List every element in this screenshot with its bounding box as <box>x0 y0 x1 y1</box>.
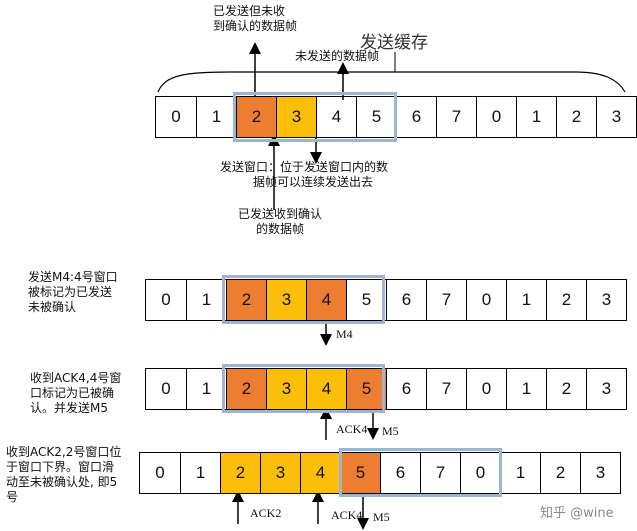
frame-cell: 0 <box>161 379 171 398</box>
sent-acked-caption: 已发送收到确认 的数据帧 <box>238 207 323 236</box>
send-buffer-label: 发送缓存 <box>360 33 428 53</box>
send-buffer-brace <box>157 71 626 93</box>
frame-cell: 2 <box>546 280 586 320</box>
frame-cell: 6 <box>396 97 436 137</box>
frame-cell: 3 <box>586 280 626 320</box>
frame-cell: 1 <box>186 369 226 409</box>
frame-cell: 2 <box>236 97 276 137</box>
window-caption: 发送窗口：位于发送窗口内的数 据帧可以连续发送出去 <box>220 160 389 189</box>
frame-cell: 3 <box>596 97 636 137</box>
frame-cell: 5 <box>356 97 396 137</box>
frame-cell: 3 <box>266 280 306 320</box>
frame-cell: 1 <box>506 369 546 409</box>
frame-cell: 3 <box>260 453 300 493</box>
watermark: 知乎 @wine <box>540 506 614 521</box>
unsent-caption: 未发送的数据帧 <box>295 49 380 63</box>
ack2-label: ACK2 <box>250 506 282 520</box>
frame-cell: 6 <box>380 453 420 493</box>
frame-cell: 3 <box>266 369 306 409</box>
frame-cell: 2 <box>226 280 266 320</box>
sent-unacked-caption: 已发送但未收 到确认的数据帧 <box>213 4 298 33</box>
frame-cell: 0 <box>476 97 516 137</box>
frame-cell: 4 <box>306 369 346 409</box>
frame-cell: 1 <box>180 453 220 493</box>
frame-cell: 3 <box>586 369 626 409</box>
frame-cell: 3 <box>580 453 620 493</box>
frame-cell: 0 <box>466 280 506 320</box>
frame-cell: 6 <box>386 280 426 320</box>
ack4-label-row4: ACK4 <box>331 508 363 522</box>
step-2-caption: 发送M4:4号窗口 被标记为已发送 未被确认 <box>28 270 118 314</box>
frame-cell: 0 <box>161 290 171 309</box>
frame-cell: 6 <box>386 369 426 409</box>
frame-cell: 2 <box>540 453 580 493</box>
frame-cell: 0 <box>171 107 181 126</box>
m5-label-row4: M5 <box>373 510 390 524</box>
frame-cell: 4 <box>316 97 356 137</box>
frame-cell: 0 <box>460 453 500 493</box>
frame-cell: 2 <box>546 369 586 409</box>
frame-cell: 5 <box>346 369 386 409</box>
ack4-label-row3: ACK4 <box>336 422 368 436</box>
frame-cell: 4 <box>306 280 346 320</box>
frame-cell: 1 <box>500 453 540 493</box>
m5-label-row3: M5 <box>382 424 399 438</box>
frame-cell: 2 <box>556 97 596 137</box>
frame-cell: 5 <box>346 280 386 320</box>
m4-label: M4 <box>336 327 353 341</box>
frame-cell: 1 <box>506 280 546 320</box>
frame-cell: 2 <box>226 369 266 409</box>
frame-cell: 7 <box>426 280 466 320</box>
frame-cell: 0 <box>155 463 165 482</box>
step-3-caption: 收到ACK4,4号窗 口标记为已被确 认。并发送M5 <box>30 371 122 415</box>
frame-cell: 2 <box>220 453 260 493</box>
frame-cell: 5 <box>340 453 380 493</box>
frame-cell: 7 <box>426 369 466 409</box>
frame-cell: 7 <box>420 453 460 493</box>
frame-cell: 4 <box>300 453 340 493</box>
frame-cell: 1 <box>516 97 556 137</box>
frame-cell: 1 <box>186 280 226 320</box>
frame-cell: 3 <box>276 97 316 137</box>
frame-cell: 7 <box>436 97 476 137</box>
frame-cell: 1 <box>196 97 236 137</box>
frame-cell: 0 <box>466 369 506 409</box>
step-4-caption: 收到ACK2,2号窗口位 于窗口下界。窗口滑 动至未被确认处, 即5 号 <box>6 445 122 504</box>
